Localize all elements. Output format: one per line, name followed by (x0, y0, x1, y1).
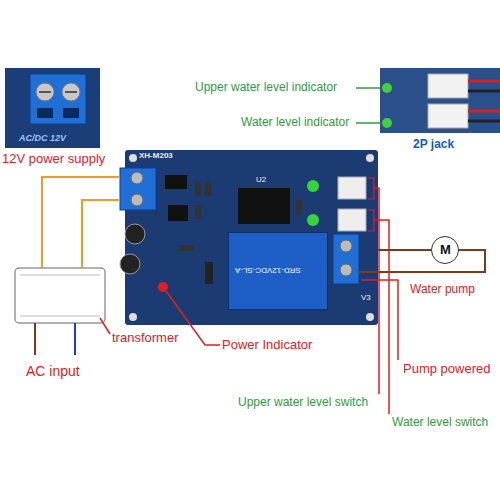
wire (468, 110, 500, 113)
green-led (382, 118, 392, 128)
silkscreen-label: U2 (256, 176, 266, 185)
inset-photo (380, 68, 500, 133)
wire (42, 177, 120, 268)
leader-line (356, 87, 381, 89)
leader-line (361, 280, 398, 360)
screw-slot (65, 91, 77, 93)
green-led (307, 180, 319, 192)
resistor (296, 200, 302, 214)
screw (131, 172, 143, 184)
terminal-opening (37, 108, 53, 118)
wire (34, 323, 36, 355)
inset-photo (5, 68, 100, 148)
regulator (168, 205, 188, 221)
jack-connector (428, 104, 468, 128)
wire (468, 120, 500, 123)
switch-label: Upper water level switch (238, 396, 368, 409)
pump-label: Water pump (410, 283, 475, 296)
control-board: XH-M203V3 SRD-12VDC-SL-A (125, 150, 378, 325)
node-text: XH-M203 (139, 152, 173, 161)
sensor-connector (338, 209, 366, 231)
node-text: 2P jack (413, 138, 454, 151)
supply-label: 12V power supply (2, 152, 105, 166)
transformer-box (15, 268, 105, 323)
indicator-label: Upper water level indicator (195, 81, 337, 94)
leader-line (356, 122, 381, 124)
wire (468, 80, 500, 83)
regulator (165, 175, 187, 189)
motor-symbol: M (431, 236, 459, 264)
mount-hole (129, 154, 137, 162)
mount-hole (129, 313, 137, 321)
chip (238, 188, 290, 224)
screw (36, 83, 54, 101)
wire (359, 250, 485, 272)
output-terminal (333, 234, 359, 284)
jack-connector (428, 74, 468, 98)
terminal-inset: AC/DC 12V (5, 68, 100, 150)
transformer-label: transformer (112, 331, 178, 345)
screw-slot (39, 91, 51, 93)
sensor-connector (338, 177, 366, 199)
screw (340, 240, 352, 252)
bracket (368, 210, 374, 231)
switch-label: Water level switch (392, 416, 488, 429)
mount-hole (366, 313, 374, 321)
wire (468, 90, 500, 93)
input-label: AC input (26, 364, 80, 379)
wire (82, 200, 120, 268)
bracket (368, 178, 374, 199)
indicator-label: Water level indicator (241, 116, 349, 129)
capacitor (125, 224, 145, 244)
resistor (180, 245, 194, 251)
relay-module: SRD-12VDC-SL-A (228, 232, 328, 310)
red-led (158, 282, 168, 292)
screw (62, 83, 80, 101)
green-led (382, 83, 392, 93)
leader-line (374, 220, 389, 414)
leader-line (100, 318, 110, 334)
screw (340, 264, 352, 276)
mount-hole (366, 154, 374, 162)
terminal-opening (63, 108, 79, 118)
resistor (195, 182, 201, 196)
node-text: SRD-12VDC-SL-A (235, 265, 301, 274)
power-terminal (120, 168, 156, 210)
transformer-detail (20, 316, 100, 317)
node-text: AC/DC 12V (19, 134, 66, 144)
pcb-board (125, 150, 378, 325)
green-led (307, 214, 319, 226)
leader-line (374, 188, 379, 394)
jack-inset: 2P jack (380, 68, 500, 156)
crystal (205, 262, 213, 284)
wire (74, 323, 76, 355)
resistor (205, 182, 211, 196)
indicator-label: Power Indicator (222, 338, 312, 352)
screw (131, 194, 143, 206)
terminal-block (30, 74, 86, 124)
transformer-detail (20, 275, 100, 276)
node-text: V3 (361, 294, 371, 303)
pump-wire (378, 249, 431, 251)
capacitor (120, 254, 140, 274)
node-text: M (440, 243, 451, 257)
pump-label: Pump powered (403, 362, 490, 376)
resistor (195, 205, 201, 219)
